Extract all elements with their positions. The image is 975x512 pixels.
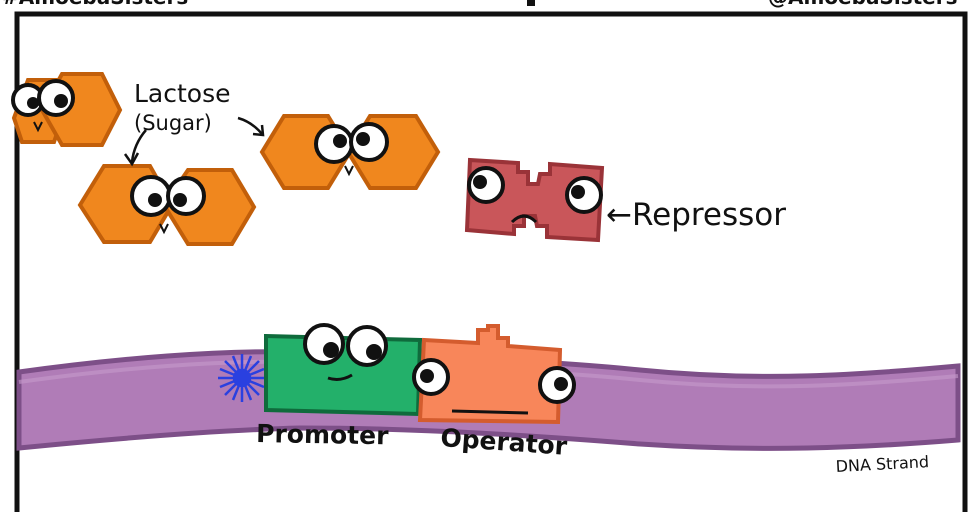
promoter-label: Promoter — [256, 419, 389, 450]
rna-polymerase-icon — [218, 354, 266, 402]
repressor-label: ←Repressor — [606, 197, 786, 233]
repressor-block — [464, 157, 605, 243]
operator-block — [412, 324, 576, 425]
lactose-arrow-down-head — [123, 152, 140, 167]
sugar-label: (Sugar) — [134, 111, 212, 135]
lactose-molecule-2 — [77, 164, 257, 246]
promoter-eye-right — [346, 325, 388, 367]
lactose-molecule-3 — [259, 114, 441, 190]
lactose-arrow-down — [130, 129, 147, 163]
promoter-eye-left — [303, 323, 345, 365]
lactose-molecule-1 — [11, 72, 123, 147]
header-left-handle: #AmoebaSisters — [2, 0, 188, 9]
lactose-label: Lactose — [134, 79, 231, 108]
header-right-handle: @AmoebaSisters — [768, 0, 958, 9]
promoter-block — [264, 323, 423, 417]
lactose-arrow-right — [237, 116, 263, 135]
lactose-arrow-right-head — [252, 124, 265, 137]
header-mark — [527, 0, 535, 6]
dna-strand-label: DNA Strand — [835, 452, 929, 476]
